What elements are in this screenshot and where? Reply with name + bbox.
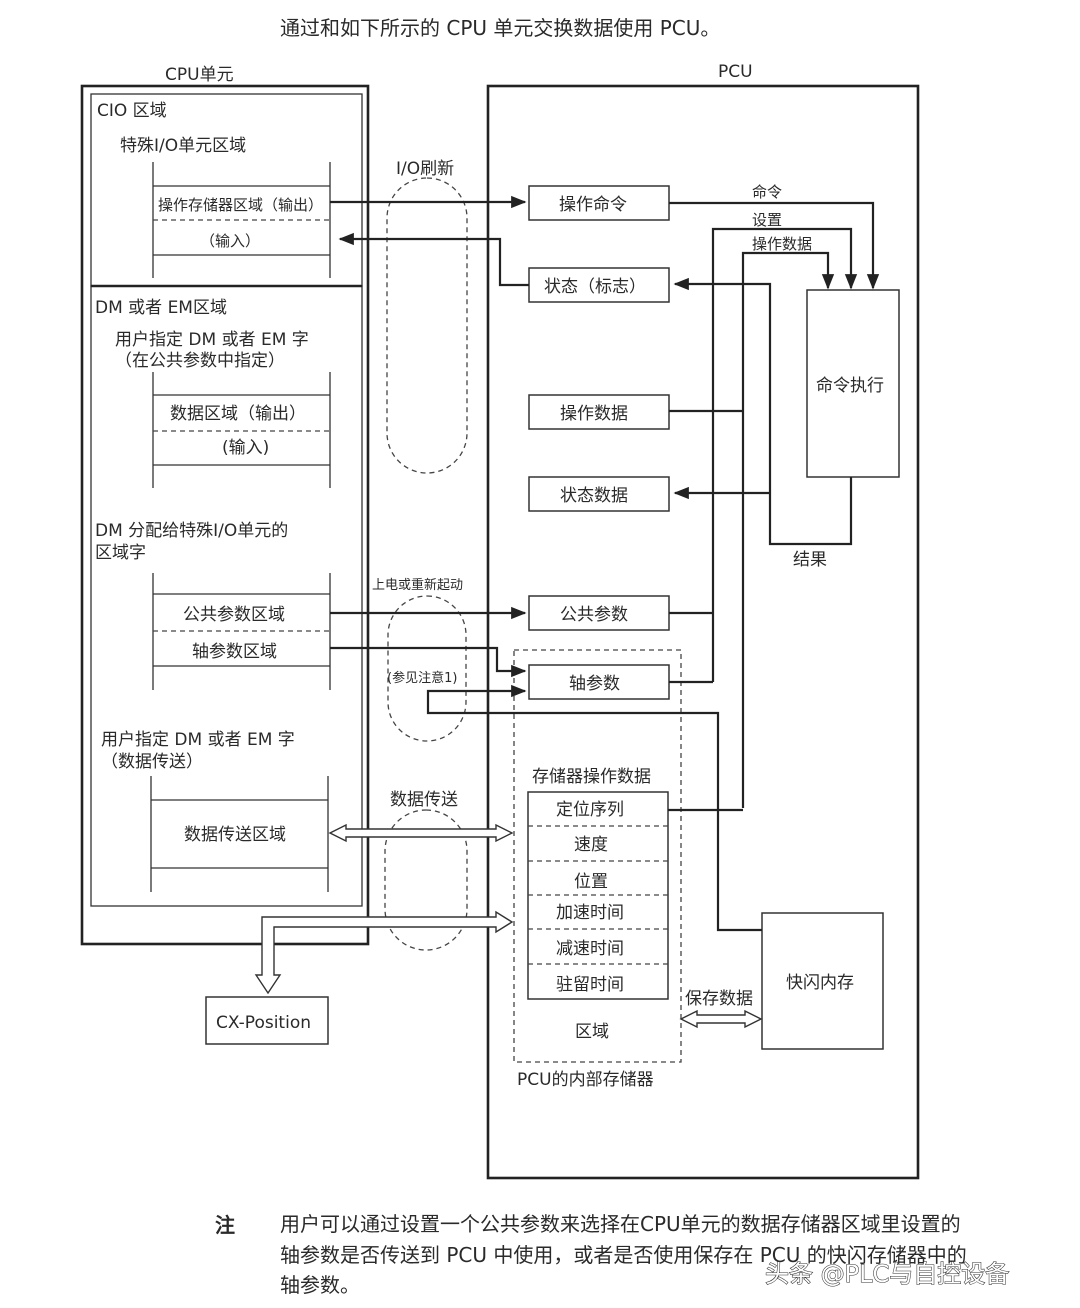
user-dm-em-words-note: （在公共参数中指定）: [115, 351, 285, 371]
memory-area-label: 区域: [575, 1022, 609, 1042]
dm-assigned-label: DM 分配给特殊I/O单元的: [95, 521, 288, 541]
memory-row-decel-time: 减速时间: [556, 939, 624, 959]
cx-position-label: CX-Position: [216, 1013, 311, 1033]
dm-assigned-label-2: 区域字: [95, 543, 146, 563]
memory-row-dwell-time: 驻留时间: [556, 975, 624, 995]
status-data-box: [528, 476, 670, 512]
data-transfer-area-row: 数据传送区域: [184, 825, 286, 845]
flash-memory-label: 快闪内存: [786, 973, 854, 993]
data-area-output-row: 数据区域（输出）: [170, 404, 306, 424]
data-area-input-row: (输入): [222, 438, 269, 458]
cmd-exec-label: 命令执行: [816, 376, 884, 396]
common-params-label: 公共参数: [560, 605, 628, 625]
op-data-label: 操作数据: [560, 404, 628, 424]
axis-params-label: 轴参数: [569, 674, 620, 694]
flash-memory-box: [761, 912, 884, 1050]
status-data-label: 状态数据: [560, 486, 628, 506]
cio-output-row: 操作存储器区域（输出）: [158, 196, 323, 214]
cio-area-title: CIO 区域: [97, 101, 167, 121]
cio-area-box: [90, 93, 363, 287]
status-flags-label: 状态（标志）: [544, 277, 646, 297]
cio-input-row: （输入）: [200, 232, 260, 250]
memory-row-accel-time: 加速时间: [556, 903, 624, 923]
pcu-frame: [486, 84, 920, 1180]
io-refresh-label: I/O刷新: [396, 159, 454, 179]
cmd-exec-box: [806, 289, 900, 478]
connections: [330, 195, 880, 932]
wire-label-setting: 设置: [752, 211, 782, 229]
see-note-label: (参见注意1): [387, 670, 457, 686]
op-command-label: 操作命令: [559, 195, 627, 215]
memory-row-speed: 速度: [574, 835, 608, 855]
data-transfer-label: 数据传送: [390, 790, 458, 810]
note-line-2: 轴参数是否传送到 PCU 中使用，或者是否使用保存在 PCU 的快闪存储器中的: [280, 1243, 967, 1267]
cx-position-box: [205, 996, 329, 1045]
intro-text: 通过和如下所示的 CPU 单元交换数据使用 PCU。: [280, 16, 720, 40]
axis-param-area-row: 轴参数区域: [192, 642, 277, 662]
data-transfer-capsule: [384, 809, 468, 951]
axis-params-box: [528, 664, 670, 700]
note-line-3: 轴参数。: [280, 1273, 360, 1297]
wire-label-result: 结果: [793, 550, 827, 570]
cpu-unit-title: CPU单元: [165, 65, 234, 85]
memory-row-position: 位置: [574, 872, 608, 892]
memory-row-positioning-sequence: 定位序列: [556, 800, 624, 820]
common-param-area-row: 公共参数区域: [183, 605, 285, 625]
pcu-internal-memory-label: PCU的内部存储器: [517, 1070, 654, 1090]
pcu-internal-memory-region: [513, 649, 682, 1063]
memory-ops-title: 存储器操作数据: [532, 767, 651, 787]
watermark: 头条 @PLC与自控设备: [765, 1260, 1009, 1288]
power-on-capsule: [387, 595, 467, 742]
power-on-label: 上电或重新起动: [372, 577, 463, 593]
user-transfer-words-note: （数据传送）: [101, 752, 203, 772]
hollow-arrows: [254, 823, 763, 1029]
wire-label-op-data: 操作数据: [752, 235, 812, 253]
note-mark: 注: [215, 1213, 235, 1237]
dm-em-area-box: [90, 285, 363, 907]
io-refresh-capsule: [386, 177, 468, 474]
wire-label-command: 命令: [752, 183, 782, 201]
user-dm-em-words-label: 用户指定 DM 或者 EM 字: [115, 330, 309, 350]
wire-label-save-data: 保存数据: [685, 989, 753, 1009]
dm-em-area-title: DM 或者 EM区域: [95, 298, 227, 318]
special-io-area-title: 特殊I/O单元区域: [120, 136, 246, 156]
note-line-1: 用户可以通过设置一个公共参数来选择在CPU单元的数据存储器区域里设置的: [280, 1212, 961, 1236]
cpu-unit-frame: [80, 84, 370, 946]
pcu-title: PCU: [718, 62, 753, 82]
user-transfer-words-label: 用户指定 DM 或者 EM 字: [101, 730, 295, 750]
